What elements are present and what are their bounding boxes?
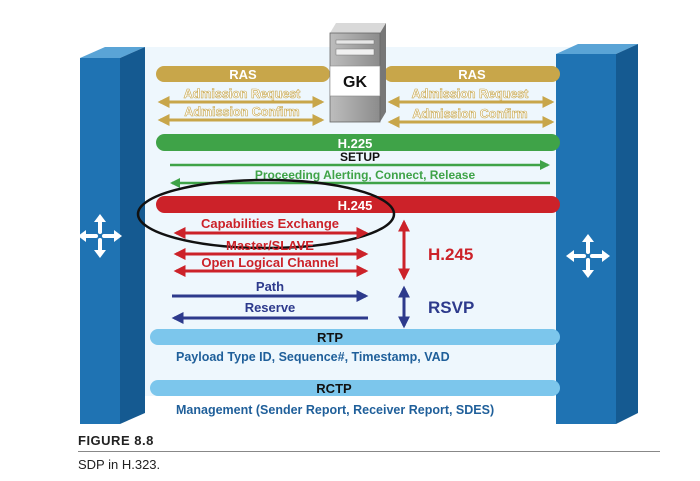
ras-bar-left (156, 66, 330, 82)
h245-bar-label: H.245 (338, 198, 373, 213)
h245-side-label: H.245 (428, 245, 473, 264)
rctp-label: RCTP (316, 381, 352, 396)
open-channel-label: Open Logical Channel (201, 255, 338, 270)
master-slave-label: Master/SLAVE (226, 238, 314, 253)
rctp-bar (150, 380, 560, 396)
rtp-bar (150, 329, 560, 345)
rsvp-side-label: RSVP (428, 298, 474, 317)
ras-label-left: RAS (229, 67, 257, 82)
ras-label-right: RAS (458, 67, 486, 82)
rtp-label: RTP (317, 330, 343, 345)
setup-label: SETUP (340, 150, 380, 164)
right-router-icon (566, 234, 610, 278)
admission-confirm-label-right: Admission Confirm (412, 107, 527, 121)
right-endpoint (556, 44, 638, 424)
admission-request-label-right: Admission Request (412, 87, 530, 101)
h225-label: H.225 (338, 136, 373, 151)
gatekeeper-label: GK (343, 74, 367, 91)
reserve-label: Reserve (245, 300, 296, 315)
h245-bar (156, 196, 560, 213)
rtp-description: Payload Type ID, Sequence#, Timestamp, V… (176, 350, 450, 364)
h225-bar (156, 134, 560, 151)
admission-confirm-label-left: Admission Confirm (184, 105, 299, 119)
gatekeeper-server (329, 23, 386, 123)
proceeding-label: Proceeding Alerting, Connect, Release (255, 168, 476, 182)
path-label: Path (256, 279, 284, 294)
capabilities-label: Capabilities Exchange (201, 216, 339, 231)
ras-bar-right (384, 66, 560, 82)
admission-request-label-left: Admission Request (184, 87, 302, 101)
rctp-description: Management (Sender Report, Receiver Repo… (176, 403, 494, 417)
left-router-icon (78, 214, 122, 258)
